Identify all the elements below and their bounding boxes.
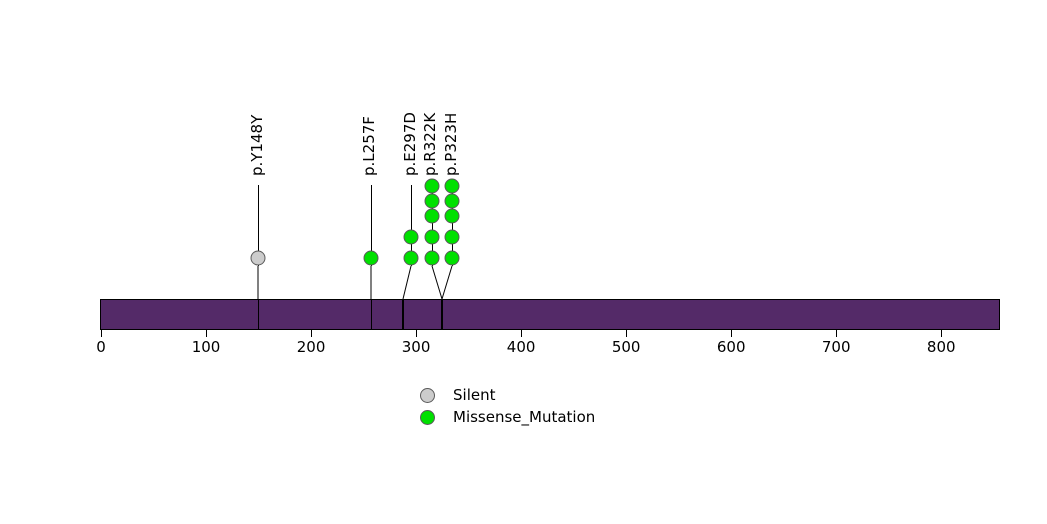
lollipop-marker[interactable]: [444, 193, 460, 209]
lollipop-marker[interactable]: [403, 229, 419, 245]
lollipop-connector: [441, 266, 453, 300]
legend-swatch-missense_mutation: [420, 410, 435, 425]
axis-tick: [941, 330, 943, 337]
lollipop-marker[interactable]: [363, 250, 379, 266]
lollipop-marker[interactable]: [424, 229, 440, 245]
legend-label: Missense_Mutation: [453, 408, 596, 426]
axis-tick: [416, 330, 418, 337]
lollipop-label: p.E297D: [401, 112, 419, 176]
lollipop-marker[interactable]: [444, 250, 460, 266]
lollipop-anchor-tick: [402, 299, 404, 330]
axis-tick-label: 200: [296, 338, 326, 356]
lollipop-marker[interactable]: [424, 250, 440, 266]
lollipop-anchor-tick: [441, 299, 443, 330]
lollipop-label: p.Y148Y: [248, 114, 266, 176]
legend-item[interactable]: Missense_Mutation: [420, 410, 595, 425]
lollipop-marker[interactable]: [424, 178, 440, 194]
legend-item[interactable]: Silent: [420, 388, 495, 403]
lollipop-stem: [371, 185, 372, 266]
legend-swatch-silent: [420, 388, 435, 403]
axis-tick: [311, 330, 313, 337]
lollipop-marker[interactable]: [444, 229, 460, 245]
lollipop-anchor-tick: [371, 299, 372, 330]
axis-tick-label: 700: [821, 338, 851, 356]
lollipop-stem: [411, 185, 412, 266]
lollipop-marker[interactable]: [250, 250, 266, 266]
lollipop-label: p.P323H: [442, 112, 460, 176]
lollipop-connector: [402, 266, 412, 300]
axis-tick-label: 600: [716, 338, 746, 356]
lollipop-connector: [370, 266, 372, 299]
axis-tick-label: 100: [191, 338, 221, 356]
legend-label: Silent: [453, 386, 496, 404]
protein-backbone-bar: [100, 299, 1000, 330]
lollipop-marker[interactable]: [424, 193, 440, 209]
axis-tick: [101, 330, 102, 337]
lollipop-marker[interactable]: [444, 178, 460, 194]
axis-tick-label: 300: [401, 338, 431, 356]
lollipop-label: p.R322K: [421, 112, 439, 176]
axis-tick-label: 500: [611, 338, 641, 356]
lollipop-marker[interactable]: [403, 250, 419, 266]
lollipop-label: p.L257F: [360, 116, 378, 176]
lollipop-marker[interactable]: [444, 208, 460, 224]
axis-tick-label: 800: [926, 338, 956, 356]
axis-tick: [836, 330, 838, 337]
axis-tick: [626, 330, 628, 337]
lollipop-anchor-tick: [258, 299, 259, 330]
axis-tick-label: 0: [96, 338, 106, 356]
axis-tick: [731, 330, 733, 337]
lollipop-connector: [257, 266, 259, 299]
lollipop-marker[interactable]: [424, 208, 440, 224]
axis-tick-label: 400: [506, 338, 536, 356]
axis-tick: [521, 330, 523, 337]
lollipop-stem: [258, 185, 259, 266]
axis-tick: [206, 330, 208, 337]
lollipop-connector: [431, 266, 443, 300]
